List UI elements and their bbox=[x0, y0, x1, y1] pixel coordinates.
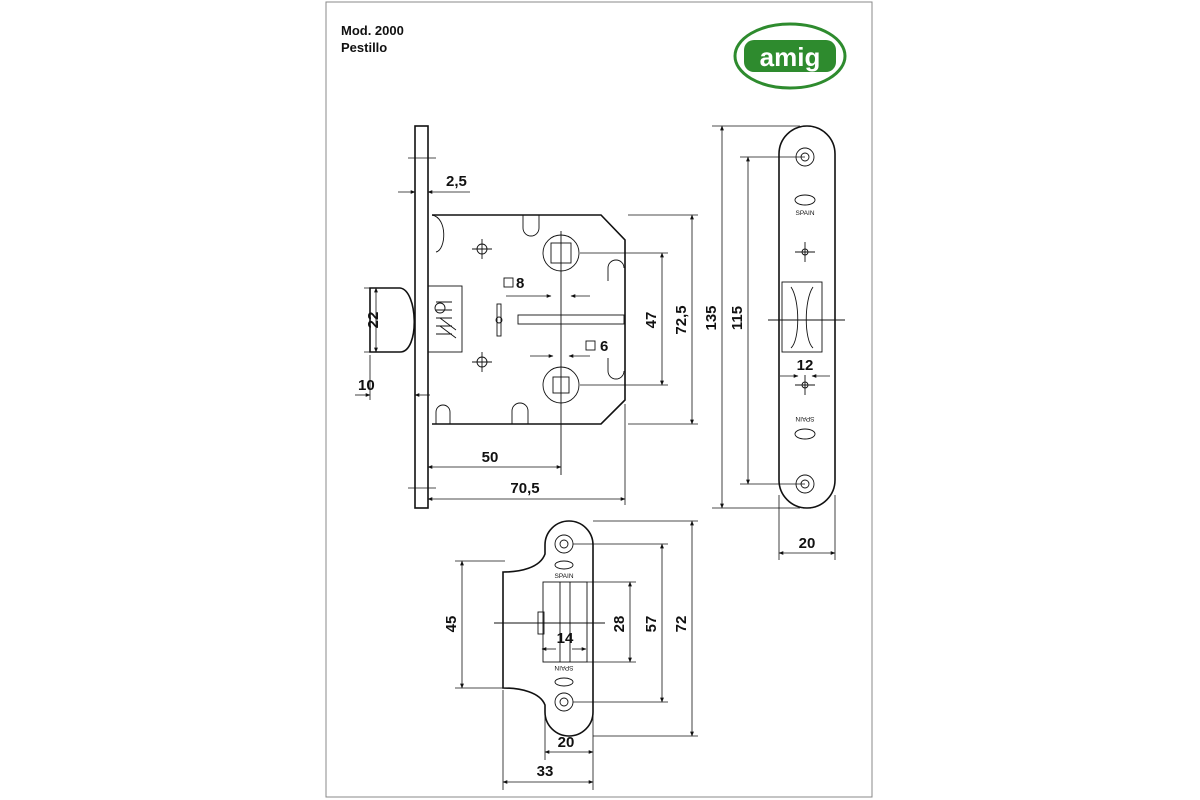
drawing-frame bbox=[325, 1, 873, 798]
faceplate-latch-slot bbox=[781, 281, 823, 353]
dim-follower-square: 8 bbox=[516, 275, 524, 292]
strike-slot bbox=[542, 581, 588, 663]
lock-case bbox=[432, 214, 626, 425]
dim-backset: 50 bbox=[482, 449, 499, 466]
dim-latch-projection: 10 bbox=[358, 377, 375, 394]
dim-strike-width: 20 bbox=[558, 734, 575, 751]
faceplate-front-view: SPAIN SPAIN 12 135 115 20 bbox=[703, 125, 845, 560]
spain-mark-strike-bottom: SPAIN bbox=[554, 664, 573, 671]
faceplate-front bbox=[778, 125, 836, 509]
lock-body-view: 2,5 22 10 8 6 47 72,5 50 bbox=[355, 125, 698, 509]
dim-strike-total-width: 33 bbox=[537, 763, 554, 780]
latch-slot bbox=[517, 314, 625, 325]
dim-faceplate-screw-spacing: 115 bbox=[729, 306, 746, 330]
spain-mark-bottom: SPAIN bbox=[795, 415, 814, 422]
dim-faceplate-length: 135 bbox=[703, 305, 720, 330]
spain-mark-top: SPAIN bbox=[795, 210, 814, 217]
dim-plate-thickness: 2,5 bbox=[446, 173, 467, 190]
strike-plate bbox=[502, 520, 594, 737]
product-label: Pestillo bbox=[341, 40, 387, 55]
dim-strike-slot-width: 14 bbox=[557, 630, 574, 647]
dim-center-distance: 47 bbox=[643, 312, 660, 329]
brand-logo-text: amig bbox=[760, 42, 821, 72]
faceplate-side bbox=[414, 125, 429, 509]
dim-strike-box-height: 45 bbox=[443, 616, 460, 633]
strike-plate-view: SPAIN SPAIN 14 45 28 57 72 bbox=[443, 520, 698, 790]
dim-faceplate-width: 20 bbox=[799, 535, 816, 552]
latch-bolt bbox=[369, 285, 463, 353]
brand-logo: amig bbox=[733, 22, 847, 90]
dim-case-depth: 70,5 bbox=[510, 480, 539, 497]
dim-lower-square: 6 bbox=[600, 338, 608, 355]
dim-latch-height: 22 bbox=[365, 312, 382, 329]
follower-hub-lower bbox=[542, 366, 580, 404]
dim-strike-screw-spacing: 57 bbox=[643, 616, 660, 633]
model-label: Mod. 2000 bbox=[341, 23, 404, 38]
dim-strike-length: 72 bbox=[673, 616, 690, 633]
spain-mark-strike-top: SPAIN bbox=[554, 573, 573, 580]
dim-case-height: 72,5 bbox=[673, 305, 690, 334]
dim-strike-slot-height: 28 bbox=[611, 616, 628, 633]
dim-faceplate-slot: 12 bbox=[797, 357, 814, 374]
